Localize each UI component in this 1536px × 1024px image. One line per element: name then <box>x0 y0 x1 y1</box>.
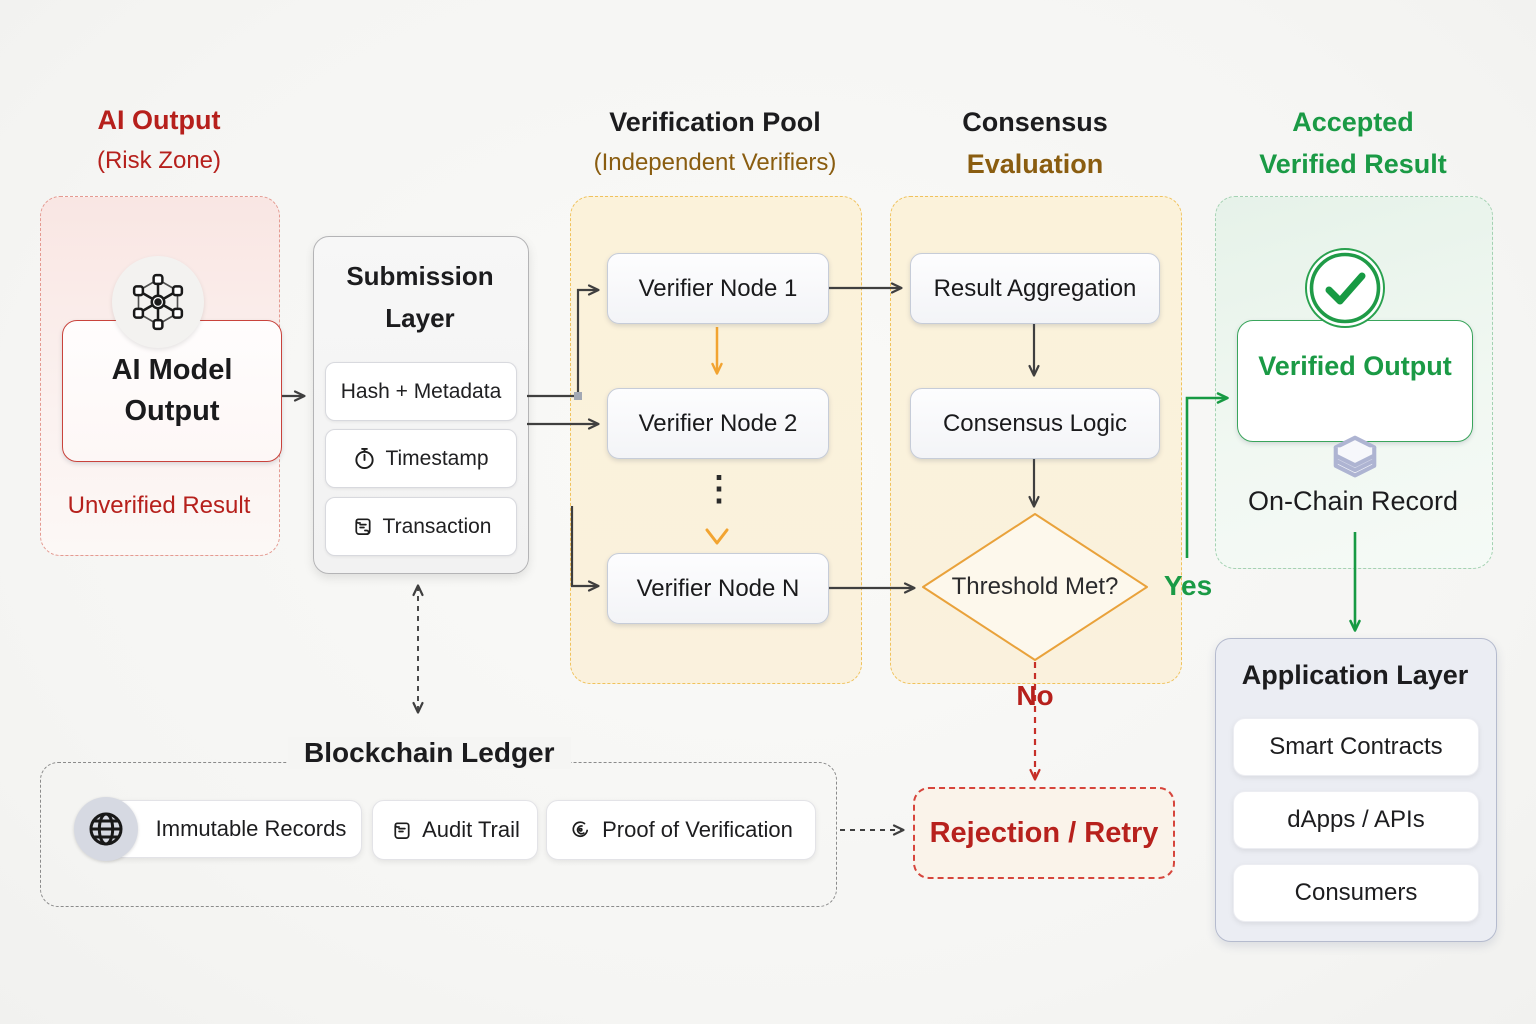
submission-item-hash: Hash + Metadata <box>325 362 517 421</box>
app-item-smart-contracts: Smart Contracts <box>1233 718 1479 776</box>
ledger-item-proof-of-verification: Proof of Verification <box>546 800 816 860</box>
hash-metadata-label: Hash + Metadata <box>340 379 502 403</box>
transaction-label: Transaction <box>382 514 492 538</box>
no-label: No <box>1016 680 1054 711</box>
header-accepted: Accepted Verified Result <box>1215 102 1491 186</box>
header-ai-line1: AI Output <box>97 105 221 135</box>
verifier-node-1-label: Verifier Node 1 <box>638 274 798 302</box>
verifier-ellipsis: ⋮ <box>702 470 736 508</box>
seal-icon <box>569 818 593 842</box>
globe-icon <box>86 809 126 849</box>
scroll-icon <box>351 515 374 538</box>
verifier-node-n-label: Verifier Node N <box>636 574 800 602</box>
check-circle-icon <box>1303 246 1387 330</box>
proof-of-verification-label: Proof of Verification <box>602 817 793 842</box>
submission-item-transaction: Transaction <box>325 497 517 556</box>
smart-contracts-label: Smart Contracts <box>1269 733 1443 760</box>
header-pool-line1: Verification Pool <box>609 107 821 137</box>
arrow-submission-to-node1 <box>527 284 600 398</box>
on-chain-record-label: On-Chain Record <box>1247 486 1459 516</box>
verifier-node-n: Verifier Node N <box>607 553 829 624</box>
ledger-item-audit-trail: Audit Trail <box>372 800 538 860</box>
ai-model-output-label: AI Model Output <box>111 354 233 427</box>
ai-icon-circle <box>112 256 204 348</box>
consensus-logic-box: Consensus Logic <box>910 388 1160 459</box>
layers-stack-icon <box>1322 424 1388 490</box>
header-ai-output: AI Output (Risk Zone) <box>40 100 278 179</box>
rejection-retry-box: Rejection / Retry <box>913 787 1175 879</box>
header-consensus-line2: Evaluation <box>966 148 1104 179</box>
consumers-label: Consumers <box>1294 879 1418 906</box>
audit-trail-label: Audit Trail <box>422 817 520 842</box>
app-item-consumers: Consumers <box>1233 864 1479 922</box>
header-accepted-line2: Verified Result <box>1259 148 1447 179</box>
arrow-submission-to-nodeN <box>570 506 600 592</box>
dapps-apis-label: dApps / APIs <box>1287 806 1425 833</box>
neural-network-icon <box>128 272 188 332</box>
threshold-met-label: Threshold Met? <box>951 573 1119 600</box>
verifier-node-2: Verifier Node 2 <box>607 388 829 459</box>
verifier-node-2-label: Verifier Node 2 <box>638 409 798 437</box>
result-aggregation-label: Result Aggregation <box>933 274 1137 302</box>
arrow-yes-to-verified <box>1185 392 1229 558</box>
threshold-decision-diamond <box>922 513 1148 661</box>
ledger-item-immutable-records: Immutable Records <box>96 800 362 858</box>
verifier-node-1: Verifier Node 1 <box>607 253 829 324</box>
header-ai-line2: (Risk Zone) <box>96 146 222 174</box>
chevron-down-icon <box>705 528 729 545</box>
scroll-icon <box>390 819 413 842</box>
submission-item-timestamp: Timestamp <box>325 429 517 488</box>
consensus-logic-label: Consensus Logic <box>942 409 1128 437</box>
blockchain-ledger-title: Blockchain Ledger <box>288 737 571 769</box>
submission-layer-title: Submission Layer <box>346 261 494 333</box>
app-item-dapps-apis: dApps / APIs <box>1233 791 1479 849</box>
yes-label: Yes <box>1163 570 1213 601</box>
header-verification-pool: Verification Pool (Independent Verifiers… <box>560 102 870 181</box>
header-pool-line2: (Independent Verifiers) <box>593 148 837 176</box>
timestamp-label: Timestamp <box>385 446 489 470</box>
junction-dot <box>574 392 582 400</box>
unverified-result-caption: Unverified Result <box>67 492 251 519</box>
immutable-records-label: Immutable Records <box>155 816 347 841</box>
globe-icon-circle <box>74 797 138 861</box>
verified-output-label: Verified Output <box>1258 350 1452 381</box>
header-accepted-line1: Accepted <box>1292 107 1414 137</box>
rejection-retry-label: Rejection / Retry <box>929 816 1159 849</box>
header-consensus-line1: Consensus <box>962 107 1108 137</box>
result-aggregation-box: Result Aggregation <box>910 253 1160 324</box>
application-layer-title: Application Layer <box>1241 660 1469 690</box>
clock-icon <box>353 447 376 470</box>
header-consensus: Consensus Evaluation <box>890 102 1180 186</box>
